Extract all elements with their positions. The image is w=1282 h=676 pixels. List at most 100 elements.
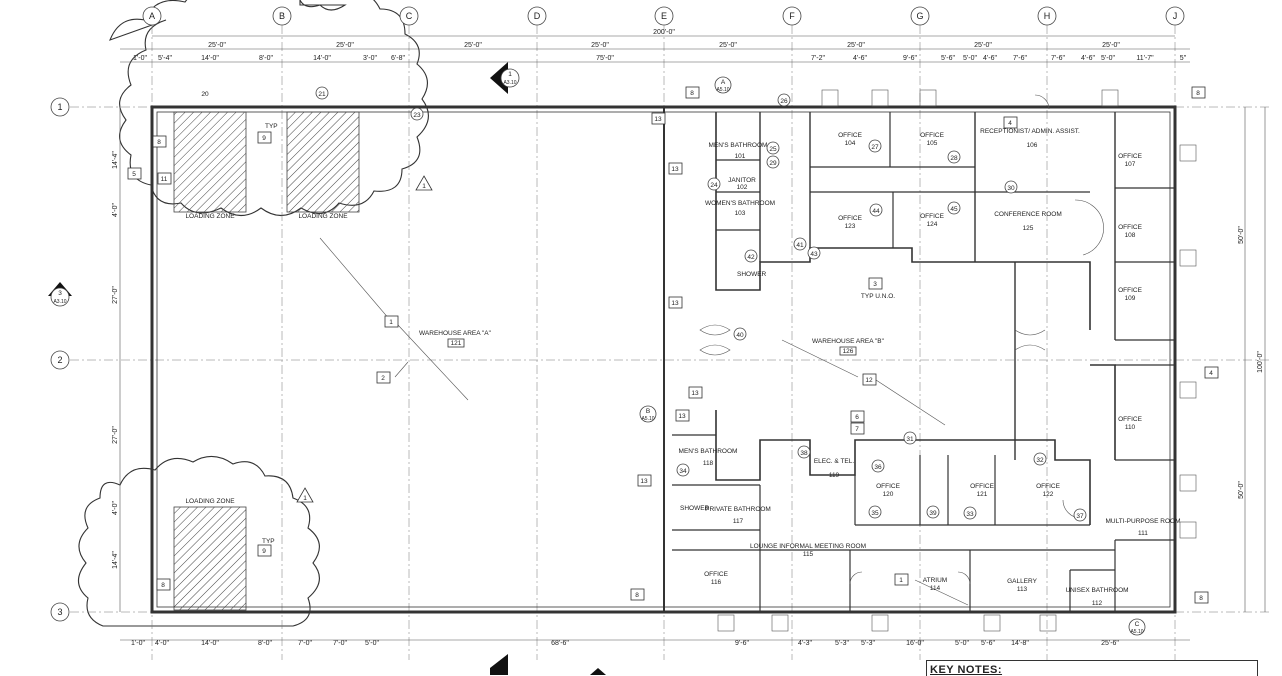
room-number-gallery: 113: [1017, 586, 1028, 593]
door-number: 25: [769, 146, 777, 153]
room-number-lounge: 115: [803, 551, 814, 558]
dim-bottom: 1'-0": [131, 640, 145, 647]
keynote-tag: 13: [654, 116, 662, 123]
door-number: 39: [929, 510, 937, 517]
dim-bottom: 14'-0": [201, 640, 219, 647]
room-name-unisex-bathroom: UNISEX BATHROOM: [1065, 587, 1128, 594]
section-marker-c: C A5.10: [1129, 619, 1145, 635]
dim-sub: 9'-6": [903, 55, 917, 62]
door-number: 41: [796, 242, 804, 249]
room-number-multi-purpose: 111: [1138, 530, 1148, 537]
dim-sub: 3'-0": [363, 55, 377, 62]
dim-sub: 7'-6": [1051, 55, 1065, 62]
door-number: 29: [769, 160, 777, 167]
loading-zone-label: LOADING ZONE: [298, 213, 348, 220]
room-name-office-122: OFFICE: [1036, 483, 1060, 490]
dim-sub: 14'-0": [313, 55, 331, 62]
room-name-multi-purpose: MULTI-PURPOSE ROOM: [1106, 518, 1181, 525]
keynote-tag: 3: [873, 281, 877, 288]
grid-label-c: C: [406, 11, 413, 21]
typ-label: TYP: [265, 123, 278, 130]
dim-overall: 200'-0": [653, 29, 675, 36]
door-tag: 31: [904, 432, 916, 444]
door-number: 30: [1007, 185, 1015, 192]
room-name-office-110: OFFICE: [1118, 416, 1142, 423]
room-number-office-105: 105: [927, 140, 938, 147]
door-number: 20: [201, 91, 209, 98]
section-sheet: A5.10: [1130, 629, 1143, 635]
door-tag: 41: [794, 238, 806, 250]
room-number-office-116: 116: [711, 579, 722, 586]
revision-clouds: [78, 0, 428, 626]
dim-sub: 5'-6": [941, 55, 955, 62]
door-number: 36: [874, 464, 882, 471]
dim-span-gh: 25'-0": [974, 42, 992, 49]
room-name-lounge: LOUNGE INFORMAL MEETING ROOM: [750, 543, 866, 550]
door-number: 42: [747, 254, 755, 261]
room-name-office-120: OFFICE: [876, 483, 900, 490]
keynote-tag: 8: [690, 90, 694, 97]
dim-bottom: 5'-3": [861, 640, 875, 647]
room-name-conference: CONFERENCE ROOM: [994, 211, 1062, 218]
dim-sub: 5'-0": [1101, 55, 1115, 62]
keynote-tag: 8: [635, 592, 639, 599]
dim-sub: 7'-6": [1013, 55, 1027, 62]
dim-sub: 4'-6": [1081, 55, 1095, 62]
room-name-womens-bathroom: WOMEN'S BATHROOM: [705, 200, 775, 207]
keynote-tag: 1: [389, 319, 393, 326]
room-name-private-bathroom: PRIVATE BATHROOM: [705, 506, 771, 513]
room-name-office-105: OFFICE: [920, 132, 944, 139]
grid-label-3: 3: [57, 607, 62, 617]
dim-left: 4'-0": [112, 501, 119, 515]
keynote-tag: 8: [1199, 595, 1203, 602]
dim-sub: 4'-6": [853, 55, 867, 62]
door-tag: 44: [870, 204, 882, 216]
keynote-tag: 11: [161, 176, 168, 183]
door-tag: 36: [872, 460, 884, 472]
keynote-tag: 9: [262, 135, 266, 142]
grid-label-1: 1: [57, 102, 62, 112]
door-tag: 29: [767, 156, 779, 168]
room-number-office-109: 109: [1125, 295, 1136, 302]
dim-bottom: 4'-0": [155, 640, 169, 647]
shower-label: SHOWER: [737, 271, 767, 278]
dim-span-de: 25'-0": [591, 42, 609, 49]
grid-label-h: H: [1044, 11, 1051, 21]
door-tag: 38: [798, 446, 810, 458]
dim-sub: 8'-0": [259, 55, 273, 62]
room-name-warehouse-b: WAREHOUSE AREA "B": [812, 338, 885, 345]
section-letter: A: [721, 79, 726, 86]
room-number-private-bathroom: 117: [733, 518, 744, 525]
dim-bottom: 5'-6": [981, 640, 995, 647]
section-marker-3: 3 A3.10: [48, 282, 72, 306]
door-tag: 40: [734, 328, 746, 340]
keynote-tag: 8: [1196, 90, 1200, 97]
loading-zone-label: LOADING ZONE: [185, 498, 235, 505]
grid-label-e: E: [661, 11, 667, 21]
door-tag: 37: [1074, 509, 1086, 521]
dim-left: 4'-0": [112, 203, 119, 217]
keynote-tag: 1: [899, 577, 903, 584]
keynote-tag: 13: [671, 166, 679, 173]
dim-left: 14'-4": [112, 151, 119, 169]
section-letter: B: [646, 408, 650, 415]
room-number-warehouse-a: 121: [451, 340, 462, 347]
door-tag: 33: [964, 507, 976, 519]
room-number-reception: 106: [1027, 142, 1038, 149]
door-number: 45: [950, 206, 958, 213]
room-number-office-107: 107: [1125, 161, 1136, 168]
keynote-tag: 7: [855, 426, 859, 433]
dimension-lines: 200'-0" 25'-0" 25'-0" 25'-0" 25'-0" 25'-…: [112, 29, 1265, 647]
room-name-reception: RECEPTIONIST/ ADMIN. ASSIST.: [980, 128, 1080, 135]
door-number: 28: [950, 155, 958, 162]
door-tag: 26: [778, 94, 790, 106]
interior-walls: [672, 95, 1175, 612]
grid-lines: [70, 25, 1270, 660]
dim-span-fg: 25'-0": [847, 42, 865, 49]
dim-bottom: 8'-0": [258, 640, 272, 647]
dim-bottom: 68'-6": [551, 640, 569, 647]
section-arrow-bottom: [490, 654, 508, 675]
section-letter: 1: [508, 71, 512, 78]
section-marker-a: A A5.10: [715, 77, 731, 93]
